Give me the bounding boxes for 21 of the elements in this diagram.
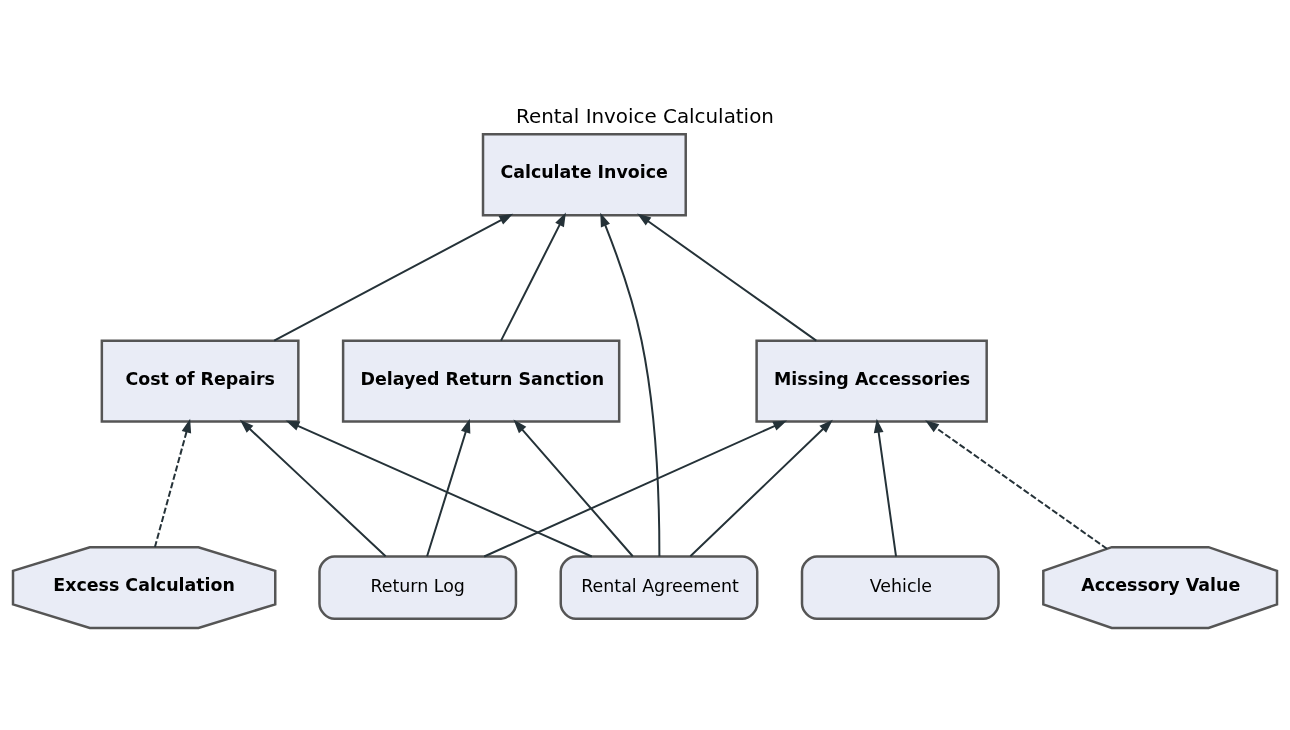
arrow xyxy=(239,419,387,558)
node-box: Vehicle xyxy=(800,555,1000,620)
node-box: Missing Accessories xyxy=(755,339,988,423)
diagram-title: Rental Invoice Calculation xyxy=(516,104,774,128)
arrow xyxy=(925,420,1108,550)
node-box: Rental Agreement xyxy=(559,555,759,620)
arrow xyxy=(637,213,818,342)
arrow xyxy=(873,418,898,558)
arrow xyxy=(153,418,192,549)
node-box: Cost of Repairs xyxy=(100,339,300,423)
arrow xyxy=(500,212,566,342)
arrow xyxy=(426,418,471,558)
arrow xyxy=(600,212,661,558)
arrow xyxy=(273,213,514,342)
arrow xyxy=(483,420,788,558)
arrow xyxy=(689,419,833,558)
arrow xyxy=(513,419,634,558)
node-box: Delayed Return Sanction xyxy=(341,339,621,423)
node-box: Calculate Invoice xyxy=(481,133,687,217)
arrow xyxy=(285,420,593,558)
node-box: Return Log xyxy=(318,555,518,620)
